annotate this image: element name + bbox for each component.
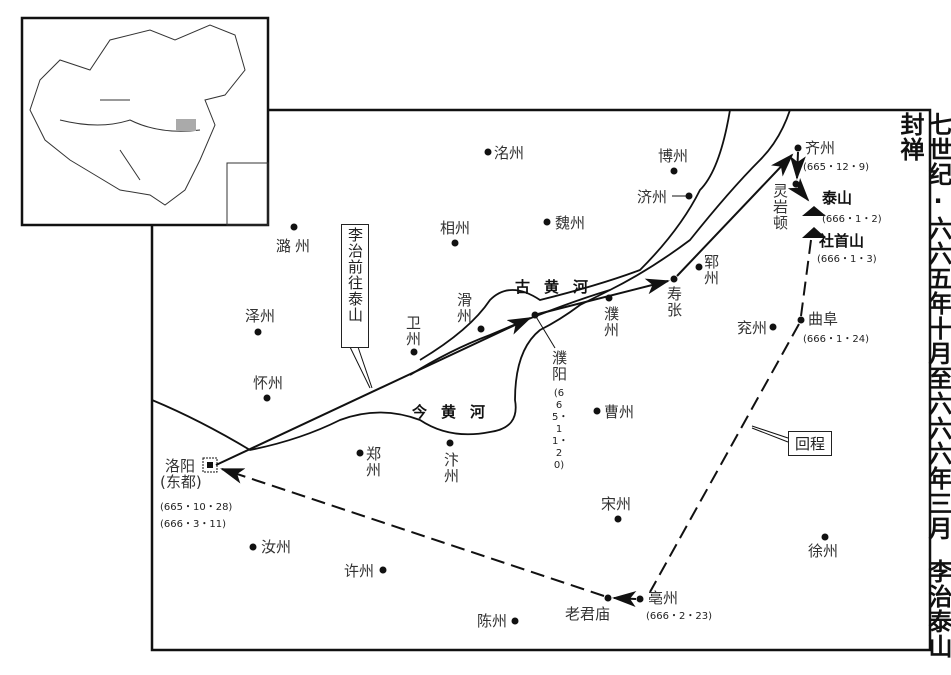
city-zhengzhou: 郑州: [364, 446, 382, 478]
capital-alias: (东都): [160, 473, 202, 491]
city-chenzhou: 陈州: [477, 612, 508, 630]
city-laojunmiao: 老君庙: [565, 605, 611, 623]
city-lingyandun: 灵岩顿: [771, 183, 789, 231]
inset-south-sea: [226, 162, 269, 226]
route-lingyan-taishan: [787, 177, 810, 202]
city-bozhou: 亳州: [648, 589, 679, 607]
city-bianzhou: 汴州: [442, 452, 460, 484]
inset-highlight-region: [176, 119, 196, 131]
route-outbound-1: [215, 317, 532, 466]
mountain-icon-taishan: [802, 206, 826, 216]
puyang-date: (665・11・20): [552, 388, 569, 471]
capital-date-1: (665・10・28): [160, 502, 233, 513]
city-huaizhou: 怀州: [253, 374, 284, 392]
city-xuzhou: 徐州: [808, 542, 839, 560]
mountain-sheshoushan: 社首山: [819, 232, 865, 250]
city-qufu: 曲阜: [808, 310, 839, 328]
city-puzhou: 濮州: [602, 306, 620, 338]
sheshoushan-date: (666・1・3): [817, 254, 877, 265]
city-caozhou: 曹州: [604, 403, 635, 421]
city-bozhou-north: 博州: [658, 147, 689, 165]
qufu-date: (666・1・24): [803, 334, 869, 345]
outbound-callout: 李治前往泰山: [341, 224, 369, 348]
map-title-event: 李治泰山封禅: [896, 112, 951, 659]
qizhou-date: (665・12・9): [803, 162, 869, 173]
city-songzhou: 宋州: [601, 495, 632, 513]
city-yunzhou: 郓州: [702, 254, 720, 286]
mountain-icon-sheshoushan: [802, 227, 826, 238]
city-weizhou-north: 魏州: [555, 214, 586, 232]
current-yellow-river: [151, 289, 611, 451]
city-xuzhou-south: 许州: [344, 562, 375, 580]
city-shouzhang: 寿张: [665, 286, 683, 318]
city-ruzhou: 汝州: [261, 538, 292, 556]
city-jizhou: 济州: [637, 188, 668, 206]
map-title: 七世纪·六六五年十月至六六六年三月李治泰山封禅: [896, 112, 951, 675]
route-outbound-2: [537, 278, 670, 315]
mountain-taishan: 泰山: [822, 189, 853, 207]
capital-date-2: (666・3・11): [160, 519, 226, 530]
route-return: [614, 239, 812, 599]
city-mingzhou: 洺州: [494, 144, 525, 162]
return-callout-pointer: [751, 425, 789, 443]
old-yellow-river-bank: [419, 109, 731, 361]
route-qizhou-lingyan: [789, 151, 806, 180]
outbound-callout-pointer: [349, 346, 373, 389]
bozhou-date: (666・2・23): [646, 611, 712, 622]
city-xiangzhou: 相州: [440, 219, 471, 237]
map-title-period: 七世纪·六六五年十月至六六六年三月: [924, 112, 951, 541]
inset-china-outline: [29, 24, 246, 206]
return-callout: 回程: [788, 431, 833, 456]
city-huazhou: 滑州: [455, 292, 473, 324]
city-puyang: 濮阳: [550, 350, 568, 382]
puyang-leader: [534, 314, 556, 349]
old-river-label: 古黄河: [515, 278, 603, 296]
new-river-label: 今黄河: [412, 403, 500, 421]
city-zezhou: 泽州: [245, 307, 276, 325]
city-yanzhou: 兖州: [737, 319, 768, 337]
city-dots: [249, 144, 829, 625]
capital-luoyang: 洛阳: [165, 457, 196, 475]
capital-marker: [202, 457, 218, 473]
capital-marker-center: [207, 462, 213, 468]
route-return-west: [220, 468, 605, 597]
city-luzhou: 潞州: [276, 237, 315, 255]
city-weizhou: 卫州: [404, 315, 422, 347]
old-yellow-river-bank-2: [409, 109, 791, 376]
taishan-date: (666・1・2): [822, 214, 882, 225]
map-frame: [150, 108, 932, 652]
route-outbound-3: [676, 153, 794, 277]
city-qizhou: 齐州: [805, 139, 836, 157]
